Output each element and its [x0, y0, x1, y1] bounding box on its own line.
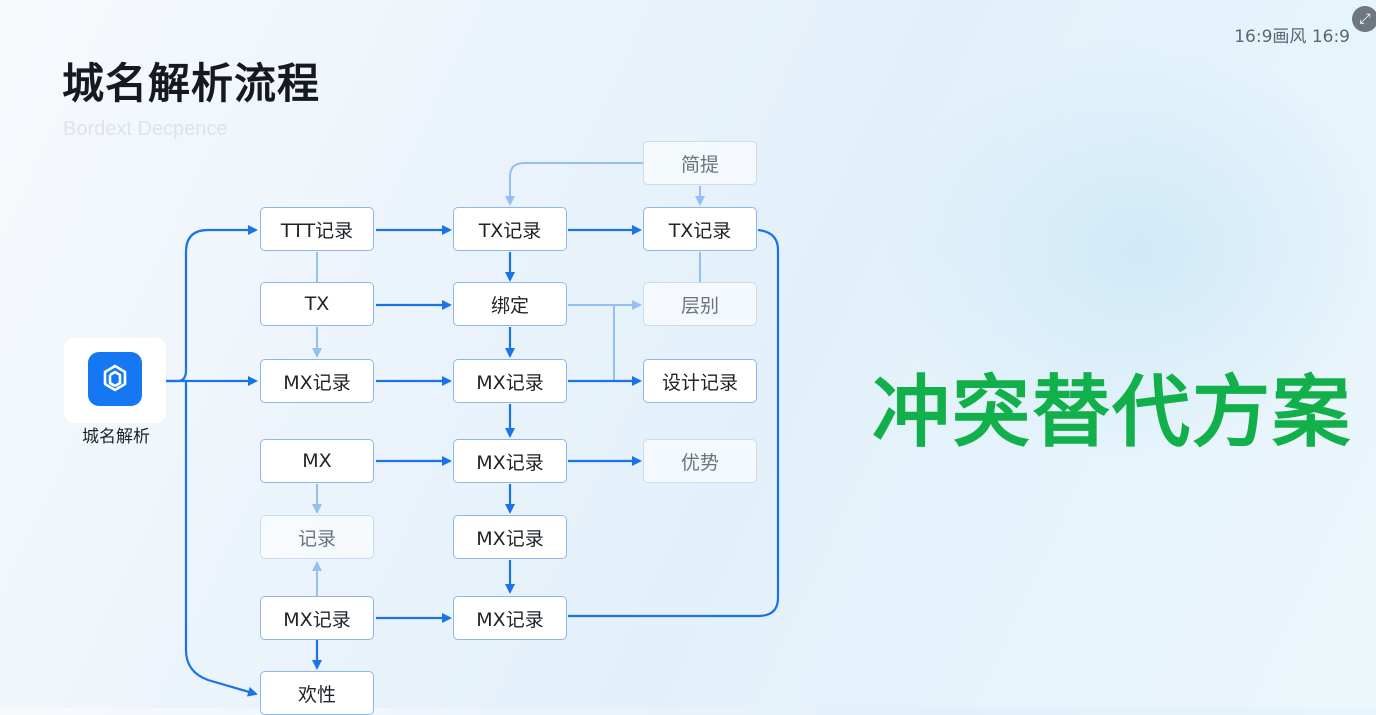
node-jianti[interactable]: 简提: [643, 141, 757, 185]
edge-jianti-tx1: [505, 162, 643, 206]
edge-app-to-huanxing: [184, 380, 258, 697]
node-tx[interactable]: TX: [260, 282, 374, 326]
node-mx-record-1[interactable]: MX记录: [260, 359, 374, 403]
node-record[interactable]: 记录: [260, 515, 374, 559]
node-tx-record-1[interactable]: TX记录: [453, 207, 567, 251]
edge-return-loop: [568, 228, 780, 618]
app-label: 城名解析: [82, 427, 150, 447]
node-mx-record-2[interactable]: MX记录: [260, 596, 374, 640]
node-mx-record-5[interactable]: MX记录: [453, 515, 567, 559]
page-title: 城名解析流程: [62, 59, 321, 108]
node-youshi[interactable]: 优势: [643, 439, 757, 483]
node-tx-record-2[interactable]: TX记录: [643, 207, 757, 251]
node-mx-record-4[interactable]: MX记录: [453, 439, 567, 483]
node-mx[interactable]: MX: [260, 439, 374, 483]
openai-knot-icon[interactable]: [88, 352, 142, 406]
aspect-ratio-label: 16:9画风 16:9: [1234, 27, 1350, 47]
node-mx-record-3[interactable]: MX记录: [453, 359, 567, 403]
node-cengbie[interactable]: 层别: [643, 282, 757, 326]
node-huanxing[interactable]: 欢性: [260, 671, 374, 715]
node-mx-record-6[interactable]: MX记录: [453, 596, 567, 640]
node-bangding[interactable]: 绑定: [453, 282, 567, 326]
knot-glyph: [103, 364, 127, 392]
headline: 冲突替代方案: [872, 368, 1353, 458]
node-sheji-record[interactable]: 设计记录: [643, 359, 757, 403]
edge-app-to-ttt: [166, 225, 258, 383]
expand-icon[interactable]: ⤢: [1352, 6, 1376, 32]
node-ttt-record[interactable]: TTT记录: [260, 207, 374, 251]
page-subtitle: Bordext Decpence: [63, 118, 228, 140]
